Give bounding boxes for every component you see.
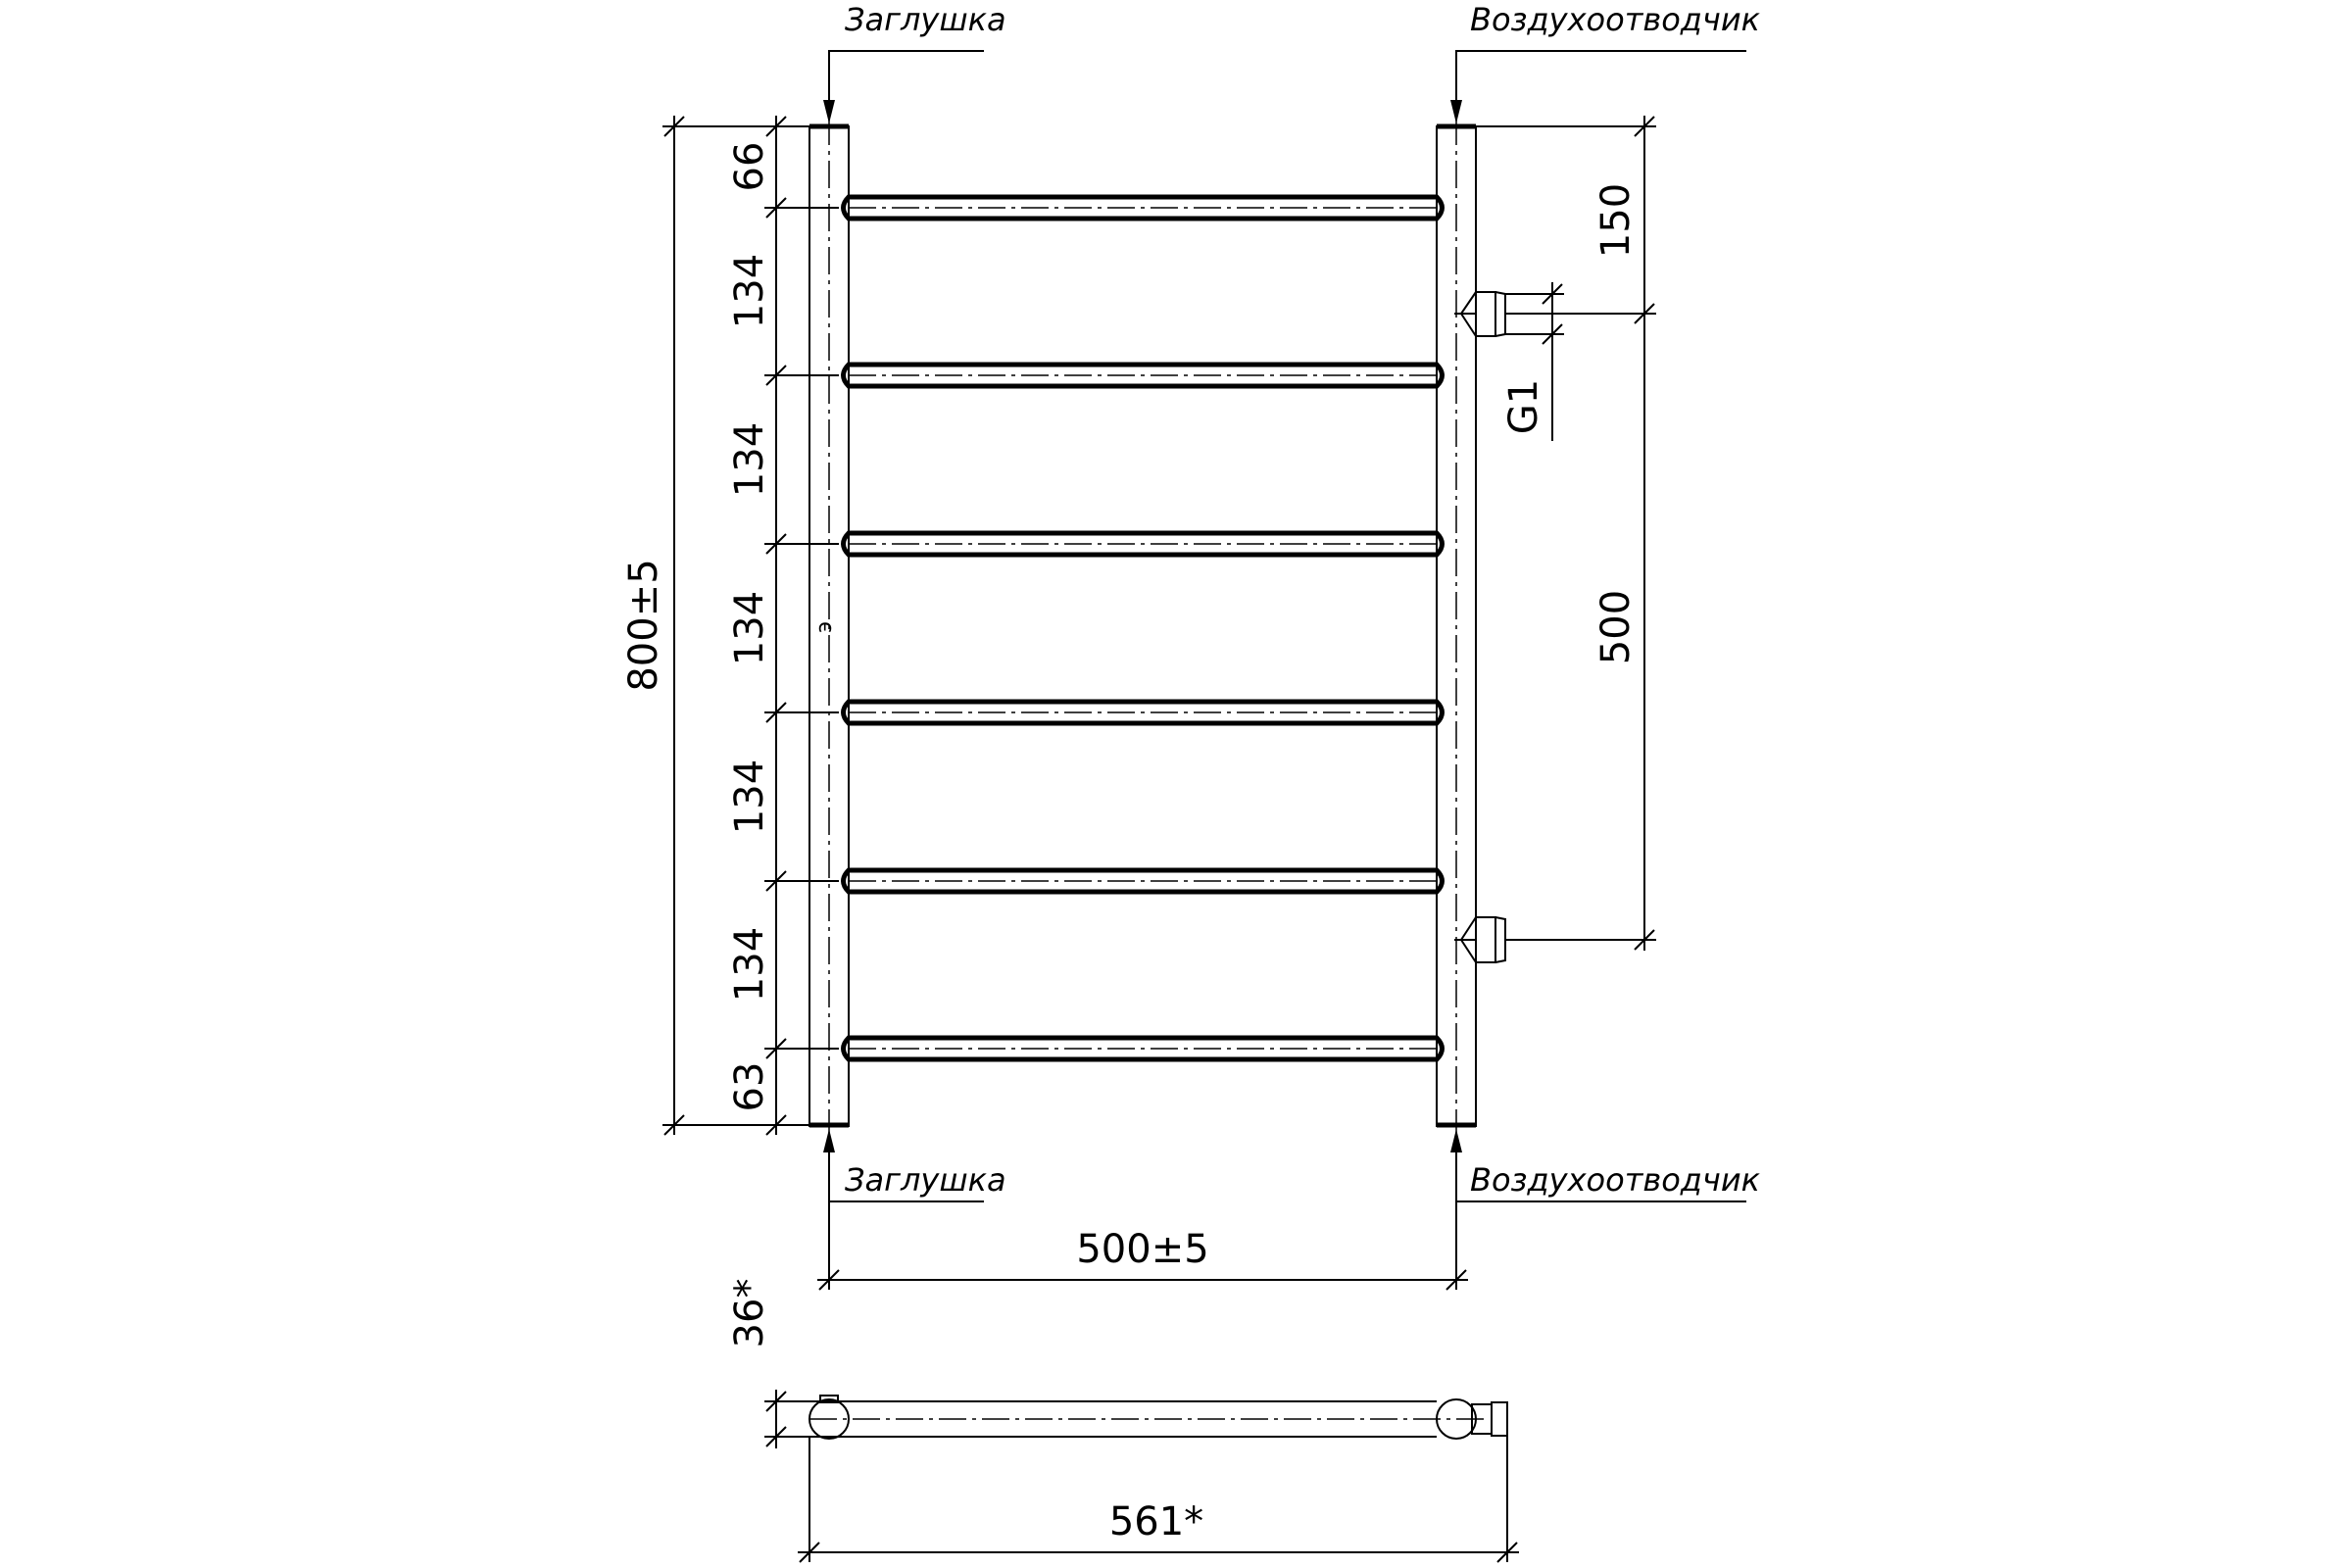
dim-spacing-1: 134	[727, 254, 772, 328]
pipe-mark: э	[812, 621, 837, 633]
dim-spacing-4: 134	[727, 760, 772, 834]
dim-total-height: 800±5	[621, 559, 666, 691]
top-view	[808, 1395, 1508, 1440]
right-pipe-section	[1436, 1398, 1477, 1440]
top-left-plug-label: Заглушка	[845, 1, 1006, 38]
rung	[841, 530, 1445, 558]
dim-bottom-offset: 63	[727, 1062, 772, 1112]
left-pipe-section	[808, 1398, 850, 1440]
bottom-left-plug-label: Заглушка	[845, 1161, 1006, 1199]
rung	[841, 1035, 1445, 1062]
dim-top-offset: 66	[727, 142, 772, 192]
rung	[841, 699, 1445, 726]
dim-spacing-2: 134	[727, 422, 772, 497]
right-dimensions: 150 500 G1	[1476, 116, 1656, 951]
dim-connection-top: 150	[1593, 183, 1639, 258]
lower-connection-fitting	[1454, 916, 1506, 963]
front-view: э	[808, 118, 1506, 1135]
dim-connection-distance: 500	[1593, 590, 1639, 664]
dim-depth: 36*	[727, 1279, 772, 1348]
width-dimension: 500±5	[817, 1135, 1468, 1291]
dim-thread: G1	[1501, 379, 1546, 434]
rung	[841, 362, 1445, 389]
overall-width-dimension: 561*	[798, 1437, 1519, 1563]
depth-dimension: 36*	[727, 1279, 849, 1448]
dim-center-width: 500±5	[1076, 1227, 1208, 1272]
upper-connection-fitting	[1454, 291, 1506, 337]
left-dimensions: 66 134 134 134 134 134 63 800±5	[621, 116, 839, 1136]
rungs	[841, 194, 1445, 1062]
bottom-right-air-vent-label: Воздухоотводчик	[1470, 1161, 1761, 1199]
rung	[841, 867, 1445, 895]
dim-spacing-3: 134	[727, 591, 772, 665]
top-right-air-vent-label: Воздухоотводчик	[1470, 1, 1761, 38]
dim-spacing-5: 134	[727, 927, 772, 1002]
dim-overall-width: 561*	[1109, 1499, 1203, 1544]
rung	[841, 194, 1445, 221]
